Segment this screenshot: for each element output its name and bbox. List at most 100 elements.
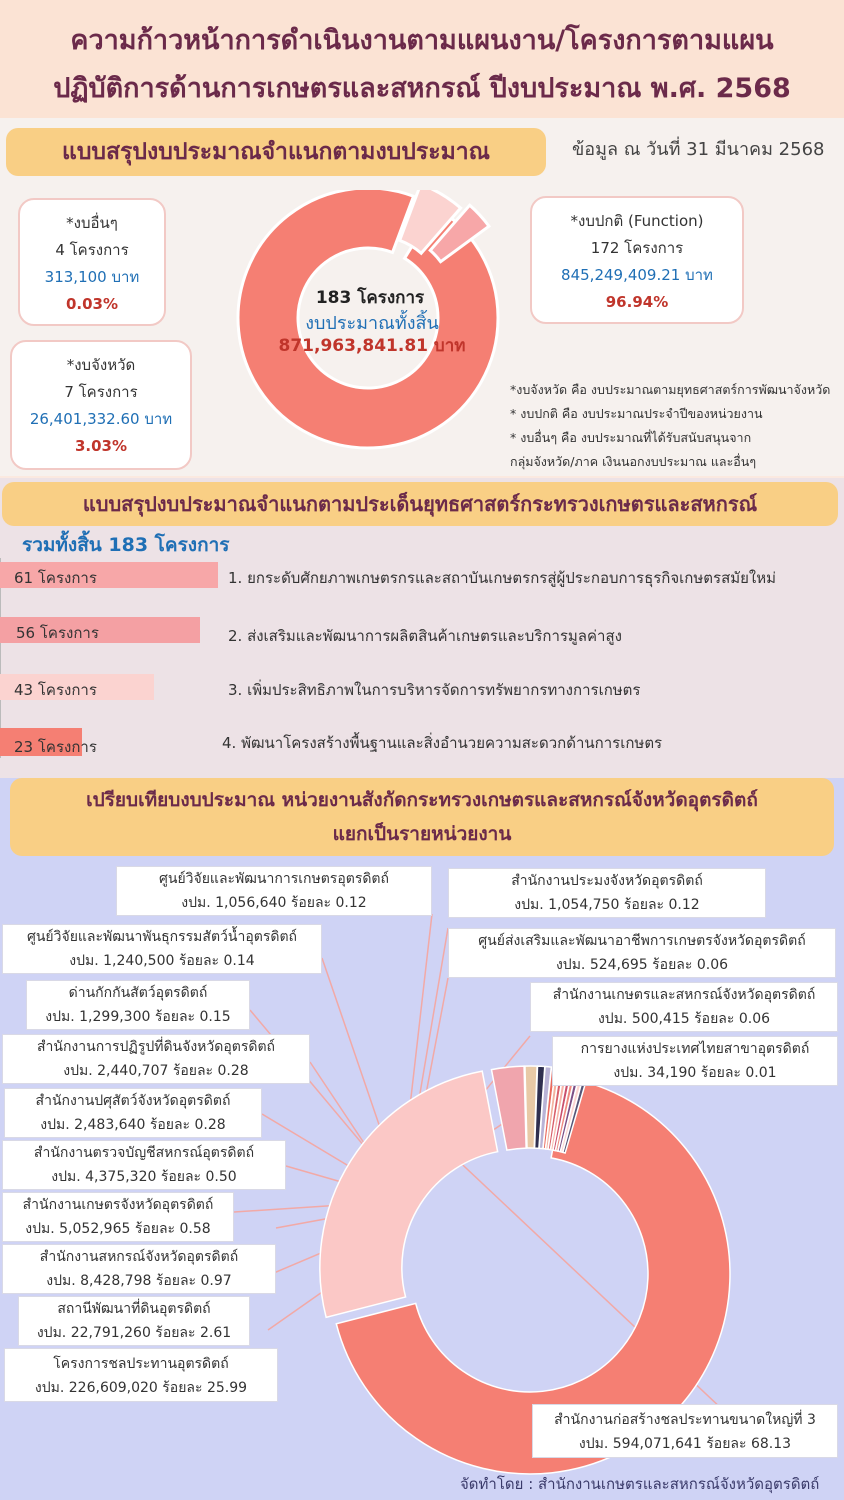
unit-label-agri-research: ศูนย์วิจัยและพัฒนาการเกษตรอุตรดิตถ์ งปม.… [116,866,432,916]
other-budget-projects: 4 โครงการ [55,241,129,259]
other-budget-title: *งบอื่นๆ [66,214,118,232]
unit-detail: งปม. 1,056,640 ร้อยละ 0.12 [181,895,367,911]
units-heading-line2: แยกเป็นรายหน่วยงาน [332,823,512,845]
unit-name: ศูนย์วิจัยและพัฒนาพันธุกรรมสัตว์น้ำอุตรด… [26,929,298,945]
budget-summary-section: แบบสรุปงบประมาณจำแนกตามงบประมาณ ข้อมูล ณ… [0,118,844,476]
center-budget-label: งบประมาณทั้งสิ้น [305,313,439,334]
units-section: เปรียบเทียบงบประมาณ หน่วยงานสังกัดกระทรว… [0,778,844,1500]
units-donut-chart [233,913,741,1475]
strategy-text: 2. ส่งเสริมและพัฒนาการผลิตสินค้าเกษตรและ… [228,627,622,645]
unit-name: สำนักงานการปฏิรูปที่ดินจังหวัดอุตรดิตถ์ [36,1039,276,1055]
strategy-total: รวมทั้งสิ้น 183 โครงการ [22,534,230,556]
bar-axis [0,558,1,758]
unit-name: ศูนย์วิจัยและพัฒนาการเกษตรอุตรดิตถ์ [159,871,389,887]
units-heading: เปรียบเทียบงบประมาณ หน่วยงานสังกัดกระทรว… [10,778,834,856]
unit-slice [335,1076,731,1475]
function-budget-percent: 96.94% [605,293,669,311]
province-budget-amount: 26,401,332.60 บาท [29,410,173,428]
province-budget-title: *งบจังหวัด [66,356,136,374]
unit-detail: งปม. 226,609,020 ร้อยละ 25.99 [34,1380,248,1396]
unit-detail: งปม. 524,695 ร้อยละ 0.06 [555,957,729,973]
unit-label-fishery: สำนักงานประมงจังหวัดอุตรดิตถ์ งปม. 1,054… [448,868,766,918]
unit-detail: งปม. 8,428,798 ร้อยละ 0.97 [46,1273,232,1289]
unit-label-coop-office: สำนักงานสหกรณ์จังหวัดอุตรดิตถ์ งปม. 8,42… [2,1244,276,1294]
unit-label-agri-coop-office: สำนักงานเกษตรและสหกรณ์จังหวัดอุตรดิตถ์ ง… [530,982,838,1032]
unit-name: โครงการชลประทานอุตรดิตถ์ [53,1356,229,1372]
strategy-bar [0,562,218,588]
credit-text: จัดทำโดย : สำนักงานเกษตรและสหกรณ์จังหวัด… [460,1475,820,1493]
function-budget-projects: 172 โครงการ [590,239,684,257]
page-title-line2: ปฏิบัติการด้านการเกษตรและสหกรณ์ ปีงบประม… [53,73,791,104]
unit-detail: งปม. 4,375,320 ร้อยละ 0.50 [51,1169,237,1185]
unit-slice [490,1065,527,1152]
strategy-section: แบบสรุปงบประมาณจำแนกตามประเด็นยุทธศาสตร์… [0,478,844,778]
function-budget-title: *งบปกติ (Function) [570,212,704,230]
strategy-count: 43 โครงการ [14,681,97,699]
unit-detail: งปม. 34,190 ร้อยละ 0.01 [613,1065,777,1081]
unit-name: การยางแห่งประเทศไทยสาขาอุตรดิตถ์ [580,1041,810,1057]
strategy-count: 23 โครงการ [14,738,97,756]
budget-donut-chart [236,190,500,450]
unit-label-rubber-authority: การยางแห่งประเทศไทยสาขาอุตรดิตถ์ งปม. 34… [552,1036,838,1086]
unit-name: สำนักงานตรวจบัญชีสหกรณ์อุตรดิตถ์ [33,1145,255,1161]
unit-detail: งปม. 22,791,260 ร้อยละ 2.61 [36,1325,232,1341]
unit-label-aquatic-genetics: ศูนย์วิจัยและพัฒนาพันธุกรรมสัตว์น้ำอุตรด… [2,924,322,974]
unit-detail: งปม. 500,415 ร้อยละ 0.06 [597,1011,771,1027]
unit-name: สำนักงานเกษตรและสหกรณ์จังหวัดอุตรดิตถ์ [552,987,816,1003]
center-budget-amount: 871,963,841.81 บาท [278,336,466,356]
note-line-1: *งบจังหวัด คือ งบประมาณตามยุทธศาสตร์การพ… [510,382,831,397]
other-budget-amount: 313,100 บาท [44,268,140,286]
unit-name: สถานีพัฒนาที่ดินอุตรดิตถ์ [57,1301,211,1317]
note-line-3: * งบอื่นๆ คือ งบประมาณที่ได้รับสนับสนุนจ… [510,430,752,445]
unit-name: สำนักงานก่อสร้างชลประทานขนาดใหญ่ที่ 3 [554,1412,816,1428]
strategy-text: 1. ยกระดับศักยภาพเกษตรกรและสถาบันเกษตรกร… [228,569,776,587]
unit-detail: งปม. 5,052,965 ร้อยละ 0.58 [25,1221,211,1237]
data-date: ข้อมูล ณ วันที่ 31 มีนาคม 2568 [572,139,825,160]
unit-detail: งปม. 1,054,750 ร้อยละ 0.12 [514,897,700,913]
strategy-text: 4. พัฒนาโครงสร้างพื้นฐานและสิ่งอำนวยความ… [222,734,663,752]
unit-name: สำนักงานปศุสัตว์จังหวัดอุตรดิตถ์ [35,1093,231,1109]
province-budget-projects: 7 โครงการ [64,383,138,401]
title-banner: ความก้าวหน้าการดำเนินงานตามแผนงาน/โครงกา… [0,0,844,118]
unit-label-coop-audit: สำนักงานตรวจบัญชีสหกรณ์อุตรดิตถ์ งปม. 4,… [2,1140,286,1190]
unit-name: ศูนย์ส่งเสริมและพัฒนาอาชีพการเกษตรจังหวั… [478,933,806,949]
unit-label-land-reform: สำนักงานการปฏิรูปที่ดินจังหวัดอุตรดิตถ์ … [2,1034,310,1084]
unit-label-livestock: สำนักงานปศุสัตว์จังหวัดอุตรดิตถ์ งปม. 2,… [4,1088,262,1138]
strategy-count: 56 โครงการ [16,624,99,642]
strategy-bar [0,617,201,643]
strategy-text: 3. เพิ่มประสิทธิภาพในการบริหารจัดการทรัพ… [228,681,641,699]
unit-label-agri-career-center: ศูนย์ส่งเสริมและพัฒนาอาชีพการเกษตรจังหวั… [448,928,836,978]
page-title-line1: ความก้าวหน้าการดำเนินงานตามแผนงาน/โครงกา… [70,25,774,56]
function-budget-amount: 845,249,409.21 บาท [561,266,713,284]
unit-detail: งปม. 2,483,640 ร้อยละ 0.28 [40,1117,226,1133]
note-line-4: กลุ่มจังหวัด/ภาค เงินนอกงบประมาณ และอื่น… [510,454,757,469]
other-budget-card: *งบอื่นๆ 4 โครงการ 313,100 บาท 0.03% [18,198,166,326]
unit-detail: งปม. 2,440,707 ร้อยละ 0.28 [63,1063,249,1079]
province-budget-card: *งบจังหวัด 7 โครงการ 26,401,332.60 บาท 3… [10,340,192,470]
unit-name: ด่านกักกันสัตว์อุตรดิตถ์ [68,985,208,1001]
unit-label-provincial-agriculture: สำนักงานเกษตรจังหวัดอุตรดิตถ์ งปม. 5,052… [2,1192,234,1242]
unit-slice [319,1070,499,1319]
other-budget-percent: 0.03% [65,295,119,313]
province-slice [397,190,463,256]
other-slice [428,203,492,264]
unit-name: สำนักงานเกษตรจังหวัดอุตรดิตถ์ [22,1197,214,1213]
unit-detail: งปม. 1,240,500 ร้อยละ 0.14 [69,953,255,969]
center-project-count: 183 โครงการ [315,288,425,308]
strategy-heading: แบบสรุปงบประมาณจำแนกตามประเด็นยุทธศาสตร์… [2,482,838,526]
strategy-bar [0,674,154,700]
unit-label-land-development: สถานีพัฒนาที่ดินอุตรดิตถ์ งปม. 22,791,26… [18,1296,250,1346]
units-heading-line1: เปรียบเทียบงบประมาณ หน่วยงานสังกัดกระทรว… [86,789,758,811]
unit-name: สำนักงานประมงจังหวัดอุตรดิตถ์ [511,873,703,889]
strategy-bar [0,728,83,756]
unit-label-irrigation-construction: สำนักงานก่อสร้างชลประทานขนาดใหญ่ที่ 3 งป… [532,1404,838,1458]
unit-name: สำนักงานสหกรณ์จังหวัดอุตรดิตถ์ [39,1249,239,1265]
unit-label-irrigation-project: โครงการชลประทานอุตรดิตถ์ งปม. 226,609,02… [4,1348,278,1402]
province-budget-percent: 3.03% [74,437,128,455]
function-budget-card: *งบปกติ (Function) 172 โครงการ 845,249,4… [530,196,744,324]
unit-detail: งปม. 594,071,641 ร้อยละ 68.13 [578,1436,792,1452]
budget-summary-heading: แบบสรุปงบประมาณจำแนกตามงบประมาณ [6,128,546,176]
strategy-count: 61 โครงการ [14,569,97,587]
note-line-2: * งบปกติ คือ งบประมาณประจำปีของหน่วยงาน [510,406,763,421]
unit-label-animal-quarantine: ด่านกักกันสัตว์อุตรดิตถ์ งปม. 1,299,300 … [26,980,250,1030]
